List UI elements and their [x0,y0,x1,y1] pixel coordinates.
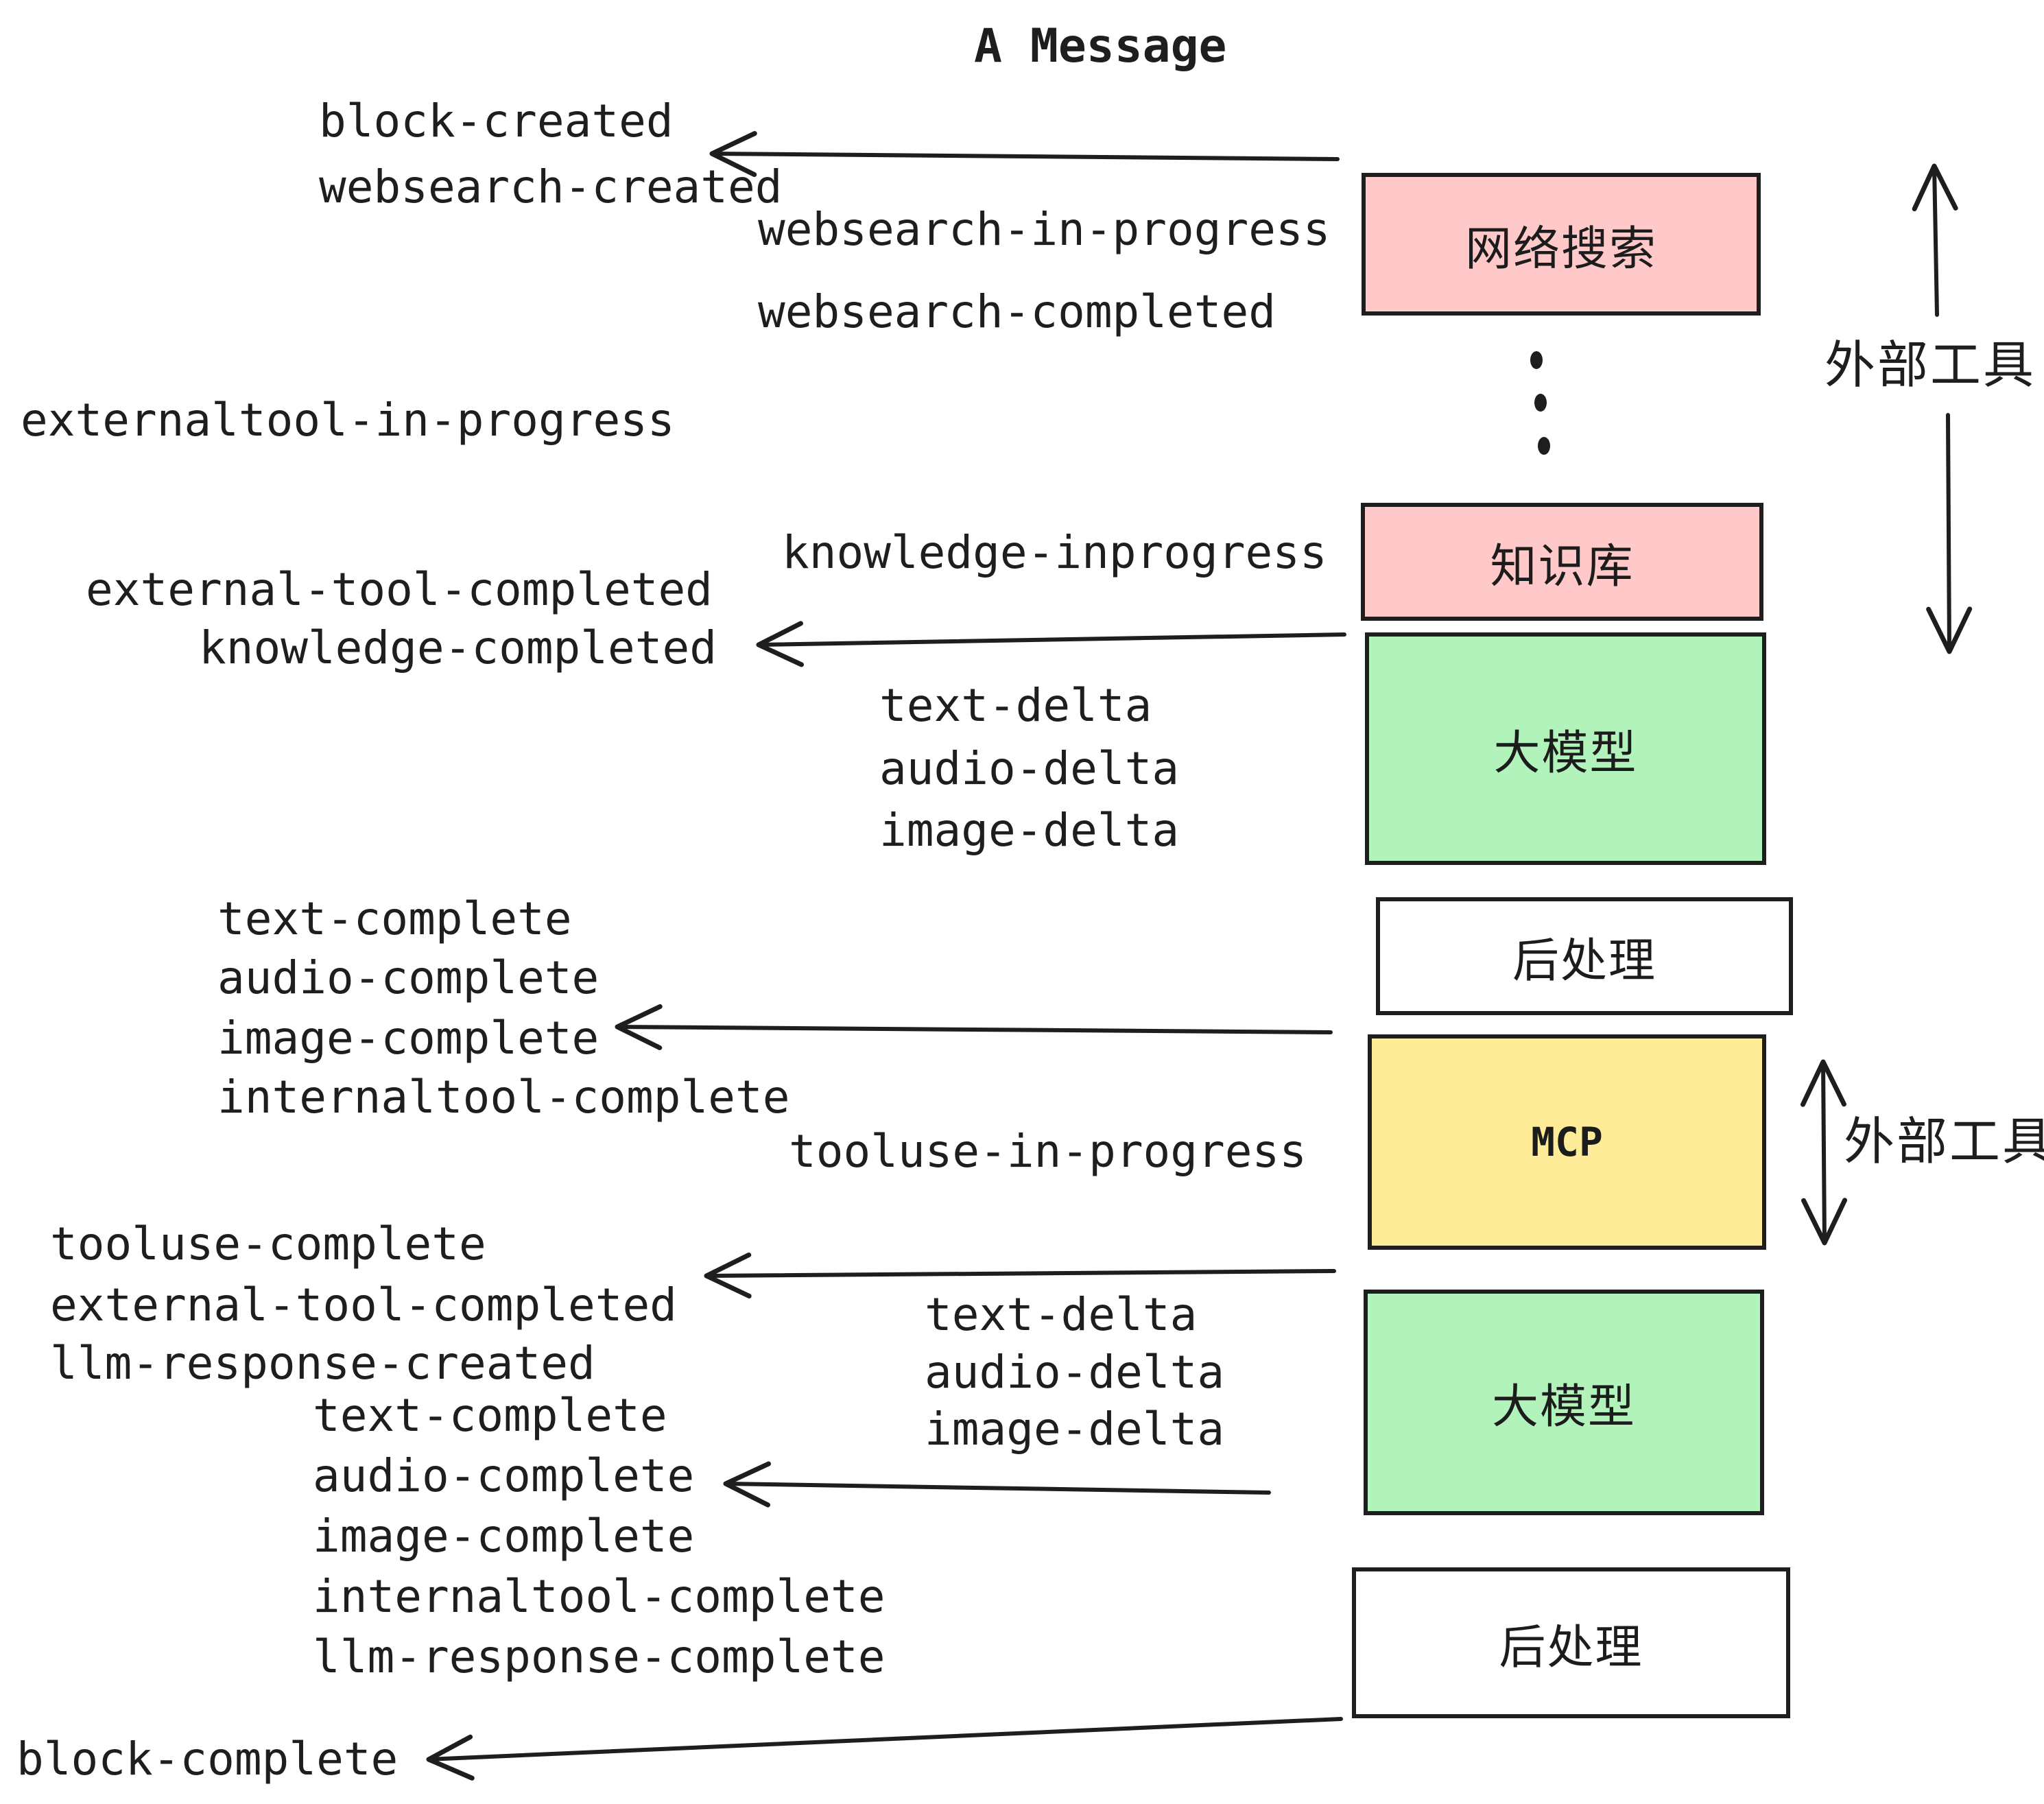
arrow-postprocess2-to-block-complete [426,1717,1343,1781]
box-mcp: MCP [1368,1034,1766,1250]
box-label-mcp: MCP [1531,1119,1603,1165]
event-label-internaltool-complete-2: internaltool-complete [313,1570,886,1623]
event-label-audio-delta-2: audio-delta [925,1346,1225,1399]
event-label-audio-delta-1: audio-delta [879,742,1180,795]
arrow-llm1-to-knowledge-completed [756,621,1346,667]
event-label-websearch-created: websearch-created [319,161,783,213]
event-label-text-delta-1: text-delta [879,679,1152,732]
event-label-external-tool-completed-2: external-tool-completed [50,1279,677,1331]
double-arrow-external-tools-1-up [1912,163,1958,317]
double-arrow-external-tools-1-down [1926,413,1973,654]
box-label-llm-2: 大模型 [1491,1381,1636,1433]
arrow-websearch-to-block-created [709,131,1340,178]
event-label-image-delta-2: image-delta [925,1403,1225,1456]
event-label-external-tool-completed-1: external-tool-completed [86,563,713,616]
box-llm-1: 大模型 [1365,632,1766,865]
page-title: A Message [974,19,1227,73]
event-label-image-delta-1: image-delta [879,804,1180,857]
event-label-text-complete-2: text-complete [313,1389,667,1442]
event-label-audio-complete-1: audio-complete [217,951,599,1004]
box-label-post-process-2: 后处理 [1499,1621,1643,1674]
event-label-block-created: block-created [319,95,674,147]
arrow-llm2-to-audio-complete [723,1461,1271,1508]
event-label-internaltool-complete-1: internaltool-complete [217,1071,790,1124]
double-arrow-external-tools-2 [1800,1059,1848,1246]
event-label-tooluse-in-progress: tooluse-in-progress [789,1125,1307,1178]
side-label-external-tools-2: 外部工具 [1844,1113,2044,1170]
event-label-tooluse-complete: tooluse-complete [50,1218,486,1270]
arrow-mcp-to-image-complete [615,1004,1333,1050]
event-label-text-delta-2: text-delta [925,1288,1198,1341]
event-label-websearch-completed: websearch-completed [758,285,1276,338]
ellipsis-dot [1538,437,1550,455]
ellipsis-dot [1530,351,1543,369]
ellipsis-dot [1534,394,1547,412]
event-label-image-complete-1: image-complete [217,1012,599,1065]
arrow-llm2-to-tooluse-complete [704,1253,1336,1299]
box-knowledge-base: 知识库 [1361,503,1763,621]
box-web-search: 网络搜索 [1362,173,1761,316]
box-llm-2: 大模型 [1364,1290,1764,1515]
event-label-externaltool-in-progress: externaltool-in-progress [21,394,675,447]
side-label-external-tools-1: 外部工具 [1825,336,2036,394]
box-post-process-1: 后处理 [1376,897,1793,1015]
event-label-knowledge-inprogress: knowledge-inprogress [782,526,1327,579]
box-label-knowledge-base: 知识库 [1490,540,1635,593]
event-label-websearch-in-progress: websearch-in-progress [758,203,1331,256]
event-label-llm-response-created: llm-response-created [50,1337,595,1390]
box-post-process-2: 后处理 [1352,1567,1790,1718]
box-label-post-process-1: 后处理 [1512,934,1656,987]
event-label-block-complete: block-complete [16,1733,399,1785]
event-label-audio-complete-2: audio-complete [313,1449,695,1502]
box-label-llm-1: 大模型 [1493,727,1638,779]
event-label-knowledge-completed: knowledge-completed [199,621,717,674]
box-label-web-search: 网络搜索 [1464,222,1657,275]
event-label-llm-response-complete: llm-response-complete [313,1630,886,1683]
event-label-text-complete-1: text-complete [217,892,572,945]
event-label-image-complete-2: image-complete [313,1510,695,1563]
